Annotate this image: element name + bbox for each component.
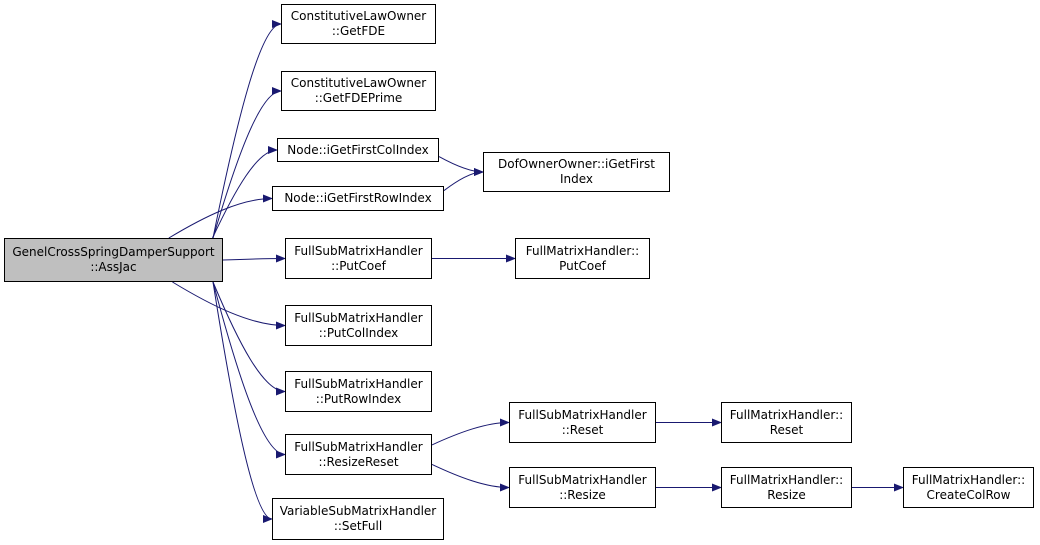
node-fullsubmatrixhandler-putrowindex[interactable]: FullSubMatrixHandler ::PutRowIndex: [285, 371, 432, 412]
node-label-line2: CreateColRow: [926, 487, 1011, 502]
node-fullmatrixhandler-reset[interactable]: FullMatrixHandler:: Reset: [721, 402, 852, 443]
node-constitutivelawowner-getfde[interactable]: ConstitutiveLawOwner ::GetFDE: [281, 4, 436, 44]
edge-root-to-putcoef: [222, 254, 286, 263]
node-label-line1: Node::iGetFirstColIndex: [287, 142, 429, 157]
node-label-line2: ::SetFull: [333, 519, 383, 533]
edge-root-to-setfull: [212, 281, 273, 523]
node-label-line2: PutCoef: [559, 258, 606, 273]
node-label-line1: FullMatrixHandler::: [525, 243, 640, 258]
node-label-line2: ::AssJac: [90, 260, 137, 274]
node-label-line1: FullMatrixHandler::: [911, 472, 1026, 487]
node-constitutivelawowner-getfdeprime[interactable]: ConstitutiveLawOwner ::GetFDEPrime: [281, 71, 436, 111]
node-label-line1: FullSubMatrixHandler: [294, 243, 423, 258]
node-node-igetfirstcolindex[interactable]: Node::iGetFirstColIndex: [277, 138, 439, 162]
node-label-line1: DofOwnerOwner::iGetFirst: [497, 157, 656, 171]
node-label-line2: ::PutColIndex: [318, 325, 399, 340]
node-label-line1: FullSubMatrixHandler: [294, 376, 423, 391]
edge-getfirstcol-to-dofowner: [438, 156, 484, 176]
edge-resizereset-to-fsmh_resize: [431, 463, 510, 492]
edge-root-to-resizereset: [212, 281, 286, 459]
node-label-line2: Index: [559, 172, 594, 186]
node-label-line1: Node::iGetFirstRowIndex: [284, 191, 432, 205]
node-label-line2: ::GetFDEPrime: [314, 91, 403, 105]
node-genelcrossspringdampersupport-assjac[interactable]: GenelCrossSpringDamperSupport ::AssJac: [4, 238, 223, 282]
node-fullsubmatrixhandler-resizereset[interactable]: FullSubMatrixHandler ::ResizeReset: [285, 434, 432, 475]
node-label-line2: ::Resize: [559, 487, 606, 502]
node-label-line1: FullMatrixHandler::: [729, 407, 844, 422]
node-label-line2: ::GetFDE: [331, 24, 386, 38]
node-label-line1: FullSubMatrixHandler: [294, 439, 423, 454]
node-label-line2: Resize: [767, 487, 806, 502]
node-label-line1: FullMatrixHandler::: [729, 472, 844, 487]
node-dofownerowner-igetfirstindex[interactable]: DofOwnerOwner::iGetFirst Index: [483, 152, 670, 192]
node-fullmatrixhandler-putcoef[interactable]: FullMatrixHandler:: PutCoef: [515, 238, 650, 279]
node-label-line1: FullSubMatrixHandler: [294, 310, 423, 325]
node-node-igetfirstrowindex[interactable]: Node::iGetFirstRowIndex: [272, 186, 444, 211]
edge-root-to-getfirstcol: [212, 146, 278, 239]
node-fullsubmatrixhandler-putcoef[interactable]: FullSubMatrixHandler ::PutCoef: [285, 238, 432, 279]
node-label-line1: VariableSubMatrixHandler: [279, 504, 437, 518]
node-variablesubmatrixhandler-setfull[interactable]: VariableSubMatrixHandler ::SetFull: [272, 498, 444, 540]
node-fullmatrixhandler-createcolrow[interactable]: FullMatrixHandler:: CreateColRow: [903, 467, 1034, 508]
node-label-line1: ConstitutiveLawOwner: [290, 9, 427, 23]
edge-root-to-putrowindex: [212, 281, 286, 396]
edge-root-to-getfirstrow: [168, 194, 273, 239]
node-fullsubmatrixhandler-reset[interactable]: FullSubMatrixHandler ::Reset: [509, 402, 656, 443]
node-label-line2: ::Reset: [561, 422, 604, 437]
node-label-line2: ::PutRowIndex: [315, 391, 402, 406]
edge-getfirstrow-to-dofowner: [443, 168, 484, 191]
node-label-line1: ConstitutiveLawOwner: [290, 76, 427, 90]
edge-root-to-getfdeprime: [212, 87, 282, 239]
node-fullmatrixhandler-resize[interactable]: FullMatrixHandler:: Resize: [721, 467, 852, 508]
node-label-line2: Reset: [769, 422, 804, 437]
node-fullsubmatrixhandler-resize[interactable]: FullSubMatrixHandler ::Resize: [509, 467, 656, 508]
node-label-line1: FullSubMatrixHandler: [518, 407, 647, 422]
node-label-line1: GenelCrossSpringDamperSupport: [12, 245, 215, 259]
node-label-line2: ::ResizeReset: [318, 454, 399, 469]
edge-root-to-putcolindex: [172, 281, 286, 330]
edge-resizereset-to-fsmh_reset: [431, 418, 510, 446]
node-label-line2: ::PutCoef: [331, 258, 386, 273]
node-fullsubmatrixhandler-putcolindex[interactable]: FullSubMatrixHandler ::PutColIndex: [285, 305, 432, 346]
node-label-line1: FullSubMatrixHandler: [518, 472, 647, 487]
edge-root-to-getfde: [212, 20, 282, 239]
